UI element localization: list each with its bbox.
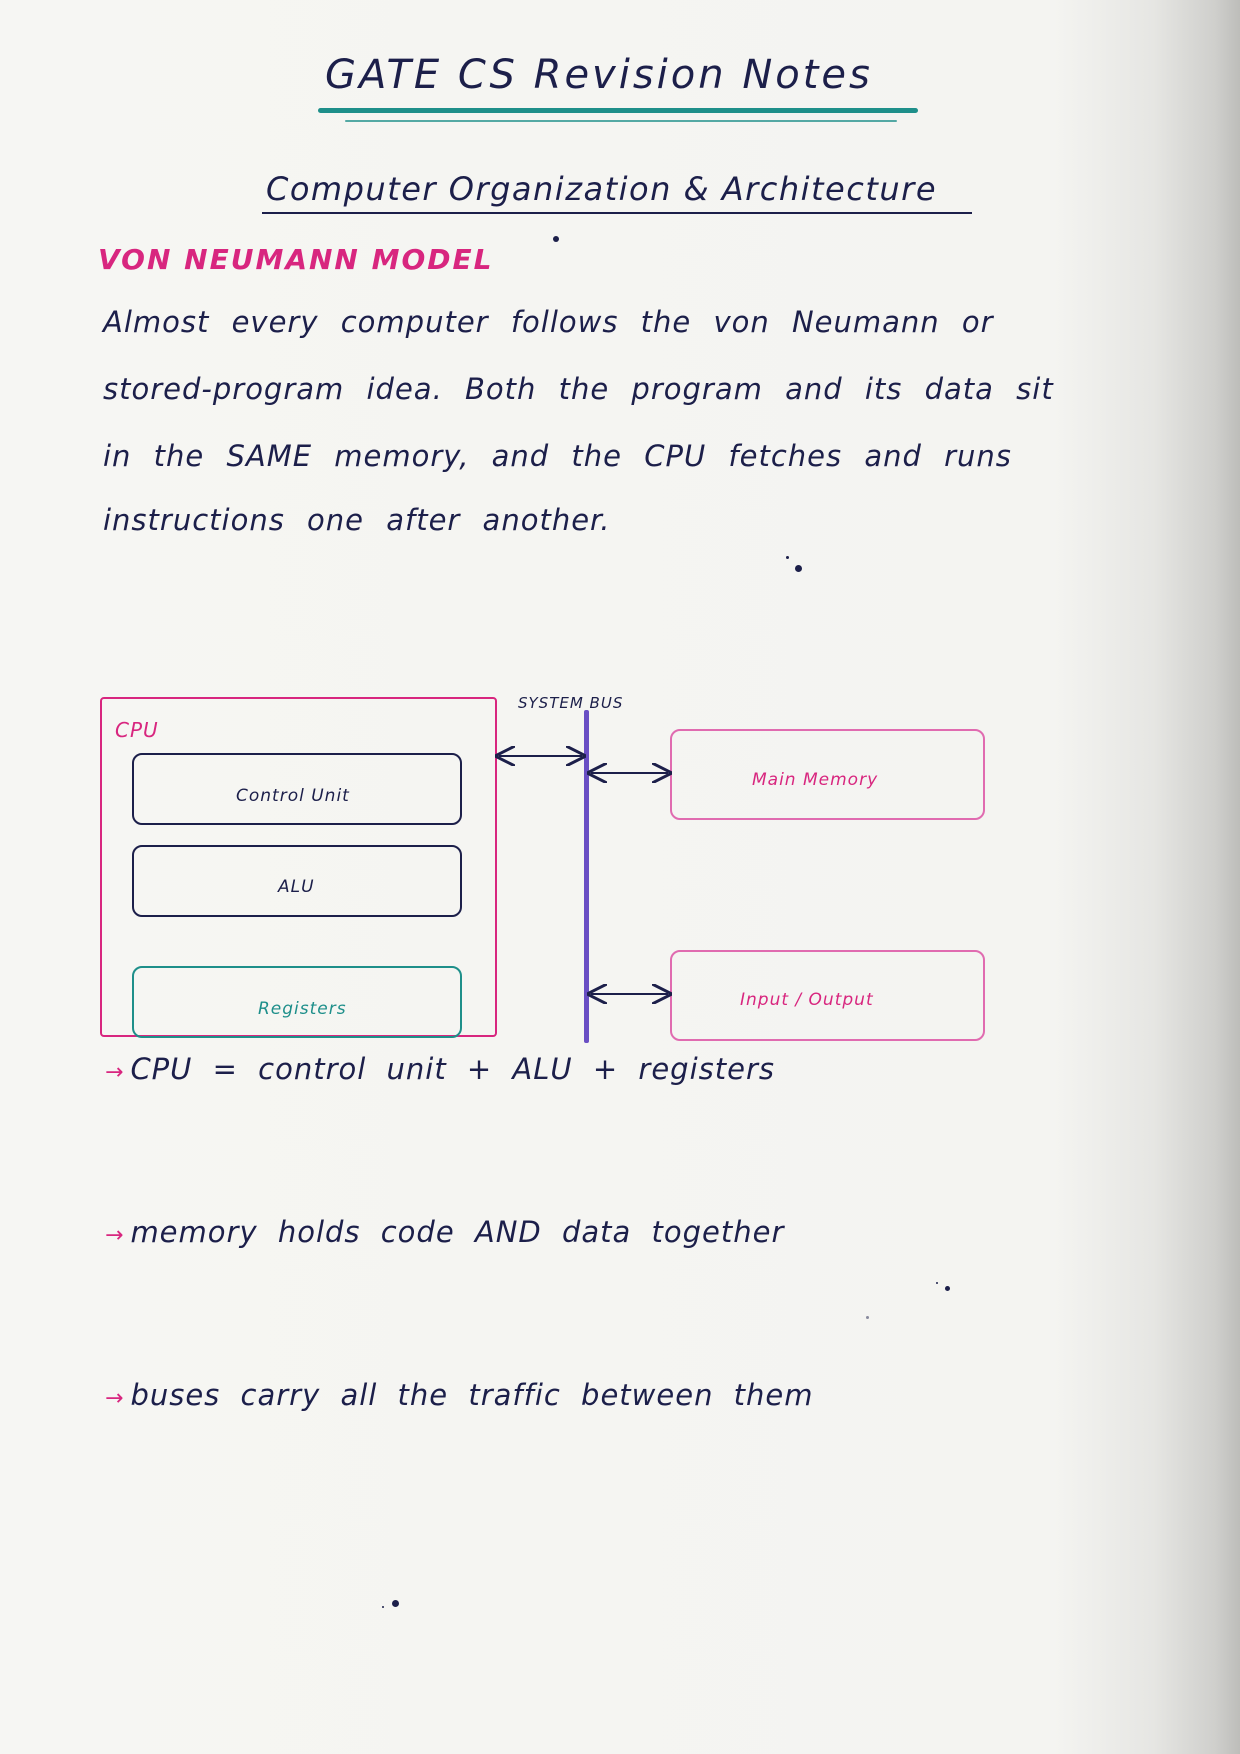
note-bullet-buses: →buses carry all the traffic between the… — [105, 1378, 814, 1412]
page-subtitle: Computer Organization & Architecture — [266, 170, 937, 208]
system-bus-line — [584, 710, 589, 1043]
ink-dot — [553, 236, 559, 242]
alu-label: ALU — [278, 877, 315, 897]
note-text-cpu: CPU = control unit + ALU + registers — [130, 1052, 775, 1086]
registers-label: Registers — [258, 999, 347, 1019]
arrow-icon: → — [105, 1386, 125, 1411]
ink-dot — [866, 1316, 869, 1319]
ink-dot — [945, 1286, 950, 1291]
io-label: Input / Output — [740, 990, 874, 1010]
control-unit-label: Control Unit — [236, 786, 350, 806]
ink-dot — [392, 1600, 399, 1607]
paragraph-line-3: in the SAME memory, and the CPU fetches … — [103, 439, 1012, 473]
paragraph-line-1: Almost every computer follows the von Ne… — [103, 305, 994, 339]
ink-dot — [786, 556, 789, 559]
page-title: GATE CS Revision Notes — [325, 52, 873, 98]
alu-box — [132, 845, 462, 917]
arrow-icon: → — [105, 1060, 125, 1085]
section-heading: VON NEUMANN MODEL — [98, 243, 494, 276]
arrow-icon: → — [105, 1223, 125, 1248]
registers-box — [132, 966, 462, 1038]
system-bus-label: SYSTEM BUS — [518, 694, 624, 712]
subtitle-underline — [262, 212, 972, 214]
note-bullet-cpu: →CPU = control unit + ALU + registers — [105, 1052, 775, 1086]
paragraph-line-4: instructions one after another. — [103, 503, 611, 537]
ink-dot — [795, 565, 802, 572]
title-underline — [318, 108, 918, 113]
note-text-buses: buses carry all the traffic between them — [130, 1378, 814, 1412]
control-unit-box — [132, 753, 462, 825]
ink-dot — [382, 1606, 384, 1608]
title-underline-secondary — [345, 120, 897, 122]
ink-dot — [936, 1282, 938, 1284]
note-text-memory: memory holds code AND data together — [130, 1215, 785, 1249]
paragraph-line-2: stored-program idea. Both the program an… — [103, 372, 1054, 406]
cpu-label: CPU — [115, 718, 159, 742]
main-memory-label: Main Memory — [752, 770, 879, 790]
note-bullet-memory: →memory holds code AND data together — [105, 1215, 784, 1249]
